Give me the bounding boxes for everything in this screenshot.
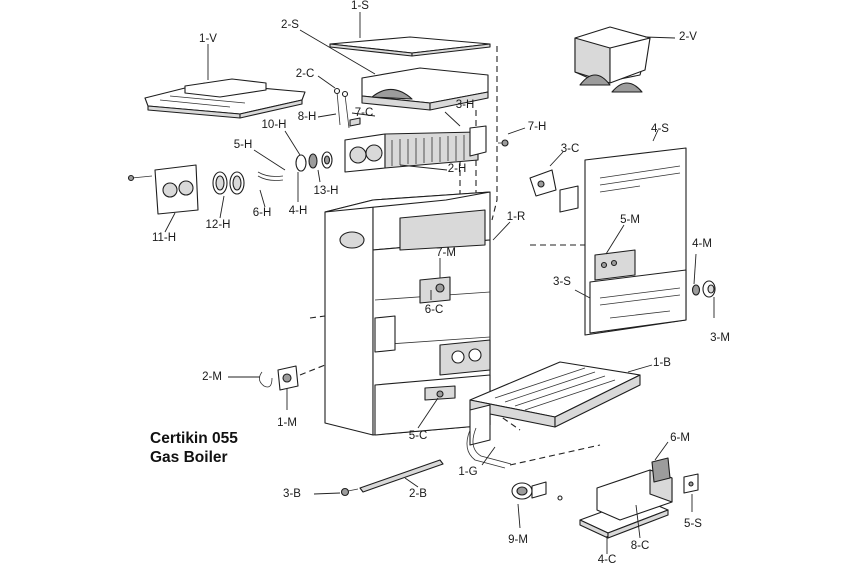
callout-label-6-h: 6-H [253, 207, 272, 219]
callout-label-2-m: 2-M [202, 371, 222, 383]
callout-label-7-h: 7-H [528, 121, 547, 133]
part-1-V-vent-cover [144, 78, 306, 119]
callout-label-3-c: 3-C [561, 143, 580, 155]
part-2-B-rod [340, 459, 444, 497]
part-7-H-bolt [498, 139, 509, 147]
callout-label-6-c: 6-C [425, 304, 444, 316]
part-9-M-valve [511, 481, 563, 501]
callout-label-10-h: 10-H [262, 119, 287, 131]
part-2-S-draft-hood [361, 67, 489, 111]
part-5-S-plate [683, 473, 699, 494]
callout-label-1-m: 1-M [277, 417, 297, 429]
diagram-title: Certikin 055 Gas Boiler [150, 429, 238, 467]
callout-label-2-s: 2-S [281, 19, 299, 31]
callout-label-3-h: 3-H [456, 99, 475, 111]
callout-label-7-c: 7-C [355, 107, 374, 119]
title-line-2: Gas Boiler [150, 449, 228, 466]
part-3-M-knob [691, 280, 716, 298]
part-11-H-flange [154, 164, 199, 215]
part-1-S-top-panel [329, 36, 491, 57]
callout-label-11-h: 11-H [152, 232, 176, 244]
burner-tubes [494, 367, 616, 411]
part-12-H-nuts [212, 171, 245, 195]
part-1-M-thermostat [259, 365, 299, 391]
part-4-H-gaskets [295, 151, 333, 172]
callout-label-5-s: 5-S [684, 518, 702, 530]
part-6-H-wire [257, 171, 284, 181]
part-3-H-heat-exchanger [344, 125, 487, 173]
part-1-B-burner-tray [469, 361, 641, 446]
leader-lines [164, 12, 715, 554]
callout-label-12-h: 12-H [206, 219, 231, 231]
title-line-1: Certikin 055 [150, 430, 238, 447]
part-3-C-bracket [529, 169, 579, 213]
callout-label-1-s: 1-S [351, 0, 369, 12]
callout-labels: 1-S 1-V 2-S 2-V 2-C 8-H 7-C 3-H 7-H 10-H 5-H 2-H 13-… [152, 0, 730, 566]
callout-label-1-g: 1-G [458, 466, 477, 478]
callout-label-8-h: 8-H [298, 111, 317, 123]
part-4-S-front-panel [584, 147, 687, 336]
callout-label-2-h: 2-H [448, 163, 467, 175]
callout-label-6-m: 6-M [670, 432, 690, 444]
callout-label-4-m: 4-M [692, 238, 712, 250]
callout-label-3-m: 3-M [710, 332, 730, 344]
callout-label-5-m: 5-M [620, 214, 640, 226]
callout-label-4-c: 4-C [598, 554, 617, 566]
callout-label-9-m: 9-M [508, 534, 528, 546]
part-1-G-gas-pipe [466, 427, 512, 469]
part-5-C-screw [436, 390, 444, 398]
callout-label-1-r: 1-R [507, 211, 526, 223]
part-1-R-cabinet [324, 191, 491, 436]
part-2-V-hood-vent [574, 26, 651, 93]
callout-label-8-c: 8-C [631, 540, 650, 552]
callout-label-5-c: 5-C [409, 430, 428, 442]
callout-label-1-b: 1-B [653, 357, 671, 369]
callout-label-7-m: 7-M [436, 247, 456, 259]
callout-label-13-h: 13-H [314, 185, 339, 197]
callout-label-4-h: 4-H [289, 205, 308, 217]
part-4-C-control-box [579, 457, 673, 539]
callout-label-2-b: 2-B [409, 488, 427, 500]
callout-label-3-b: 3-B [283, 488, 301, 500]
callout-label-4-s: 4-S [651, 123, 669, 135]
callout-label-3-s: 3-S [553, 276, 571, 288]
exchanger-fins [391, 135, 465, 166]
callout-label-2-c: 2-C [296, 68, 315, 80]
callout-label-1-v: 1-V [199, 33, 217, 45]
callout-label-5-h: 5-H [234, 139, 253, 151]
part-bolt-left [127, 174, 153, 182]
part-2-C-clips [333, 87, 361, 129]
callout-label-2-v: 2-V [679, 31, 697, 43]
